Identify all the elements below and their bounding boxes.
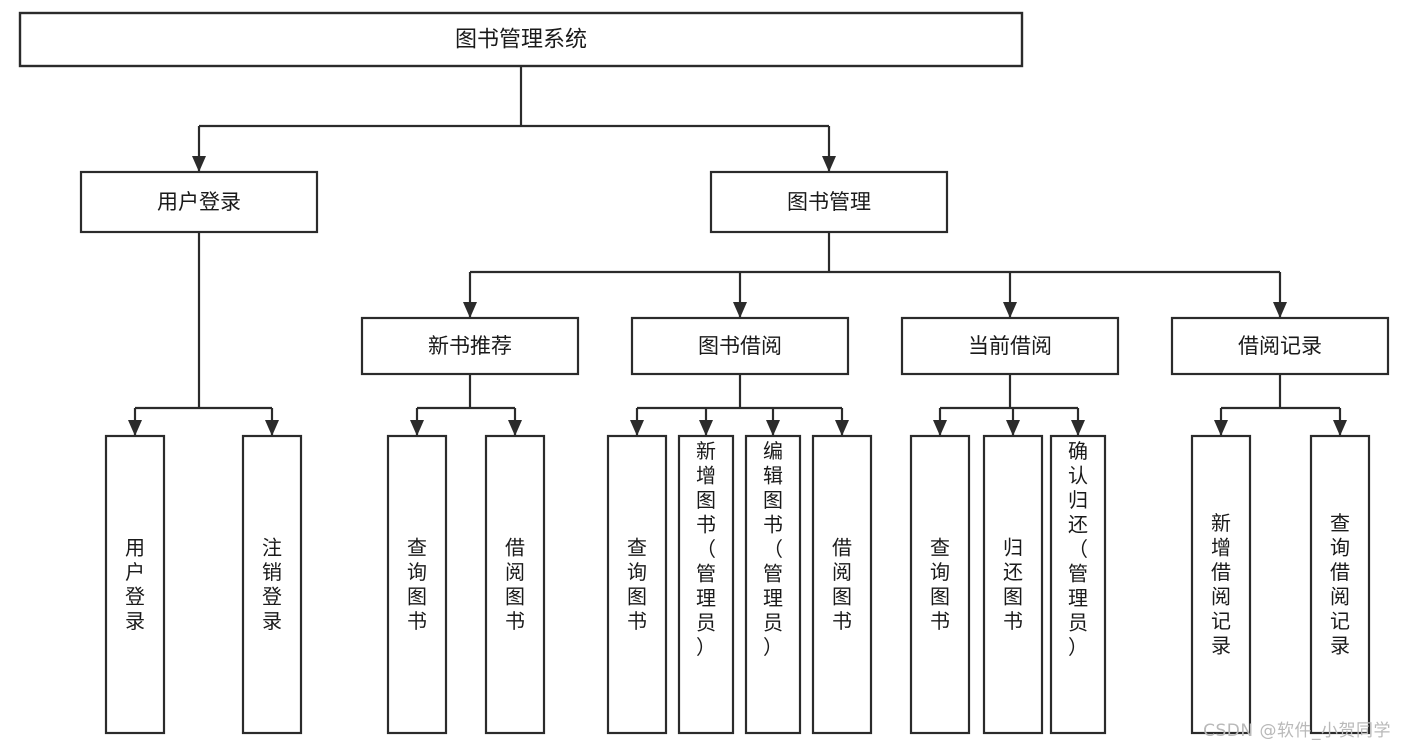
edge-arrow-icon (1333, 420, 1347, 436)
node-label: 查询图书 (627, 536, 647, 634)
diagram-nodes: 图书管理系统用户登录图书管理新书推荐图书借阅当前借阅借阅记录用户登录注销登录查询… (18, 11, 1390, 735)
node-box (104, 434, 166, 735)
node-label: 新书推荐 (428, 334, 512, 358)
node-label: 借阅图书 (832, 536, 852, 634)
edge-arrow-icon (630, 420, 644, 436)
node-l3-confirm-return[interactable]: 确认归还（管理员） (1049, 434, 1107, 735)
node-box (744, 434, 802, 735)
node-user-login[interactable]: 用户登录 (79, 170, 319, 234)
node-box (1170, 316, 1390, 376)
node-box (811, 434, 873, 735)
edge-arrow-icon (265, 420, 279, 436)
edge-arrow-icon (699, 420, 713, 436)
node-l3-edit-book[interactable]: 编辑图书（管理员） (744, 434, 802, 735)
node-l3-query-book-3[interactable]: 查询图书 (909, 434, 971, 735)
edge-arrow-icon (1003, 302, 1017, 318)
node-label: 图书管理 (787, 190, 871, 214)
node-l3-query-book-2[interactable]: 查询图书 (606, 434, 668, 735)
edge-arrow-icon (1071, 420, 1085, 436)
node-book-borrow[interactable]: 图书借阅 (630, 316, 850, 376)
node-box (630, 316, 850, 376)
node-box (709, 170, 949, 234)
node-l3-add-book[interactable]: 新增图书（管理员） (677, 434, 735, 735)
node-label: 查询图书 (407, 536, 427, 634)
node-l3-query-record[interactable]: 查询借阅记录 (1309, 434, 1371, 735)
node-box (1049, 434, 1107, 735)
node-box (386, 434, 448, 735)
node-borrow-record[interactable]: 借阅记录 (1170, 316, 1390, 376)
node-label: 当前借阅 (968, 334, 1052, 358)
node-label: 编辑图书（管理员） (763, 439, 783, 659)
node-l3-add-record[interactable]: 新增借阅记录 (1190, 434, 1252, 735)
edge-arrow-icon (733, 302, 747, 318)
node-label: 新增借阅记录 (1211, 511, 1231, 658)
edge-arrow-icon (192, 156, 206, 172)
node-leaf-logout[interactable]: 注销登录 (241, 434, 303, 735)
node-box (1190, 434, 1252, 735)
csdn-watermark: CSDN @软件_小贺同学 (1203, 721, 1391, 741)
edge-arrow-icon (128, 420, 142, 436)
edge-arrow-icon (410, 420, 424, 436)
node-box (79, 170, 319, 234)
node-label: 图书管理系统 (455, 28, 587, 53)
node-label: 确认归还（管理员） (1068, 439, 1088, 659)
node-label: 用户登录 (125, 536, 145, 634)
edge-arrow-icon (822, 156, 836, 172)
node-new-book-recommend[interactable]: 新书推荐 (360, 316, 580, 376)
node-label: 查询图书 (930, 536, 950, 634)
node-label: 新增图书（管理员） (696, 439, 716, 659)
node-l3-borrow-book-2[interactable]: 借阅图书 (811, 434, 873, 735)
node-box (484, 434, 546, 735)
node-label: 图书借阅 (698, 334, 782, 358)
node-l3-return-book[interactable]: 归还图书 (982, 434, 1044, 735)
node-box (606, 434, 668, 735)
node-label: 注销登录 (262, 536, 282, 634)
node-box (677, 434, 735, 735)
node-label: 借阅记录 (1238, 334, 1322, 358)
node-l3-borrow-book-1[interactable]: 借阅图书 (484, 434, 546, 735)
edge-arrow-icon (835, 420, 849, 436)
connector-edges (128, 66, 1347, 436)
edge-arrow-icon (508, 420, 522, 436)
node-label: 借阅图书 (505, 536, 525, 634)
node-l3-query-book-1[interactable]: 查询图书 (386, 434, 448, 735)
node-book-management[interactable]: 图书管理 (709, 170, 949, 234)
node-label: 用户登录 (157, 190, 241, 214)
node-box (909, 434, 971, 735)
node-box (360, 316, 580, 376)
edge-arrow-icon (1006, 420, 1020, 436)
edge-arrow-icon (463, 302, 477, 318)
node-box (18, 11, 1024, 68)
node-label: 归还图书 (1003, 536, 1023, 634)
node-box (1309, 434, 1371, 735)
edge-arrow-icon (1214, 420, 1228, 436)
node-box (900, 316, 1120, 376)
node-leaf-user-login[interactable]: 用户登录 (104, 434, 166, 735)
node-label: 查询借阅记录 (1330, 511, 1350, 658)
node-root[interactable]: 图书管理系统 (18, 11, 1024, 68)
node-box (982, 434, 1044, 735)
node-box (241, 434, 303, 735)
edge-arrow-icon (933, 420, 947, 436)
edge-arrow-icon (1273, 302, 1287, 318)
edge-arrow-icon (766, 420, 780, 436)
node-current-borrow[interactable]: 当前借阅 (900, 316, 1120, 376)
